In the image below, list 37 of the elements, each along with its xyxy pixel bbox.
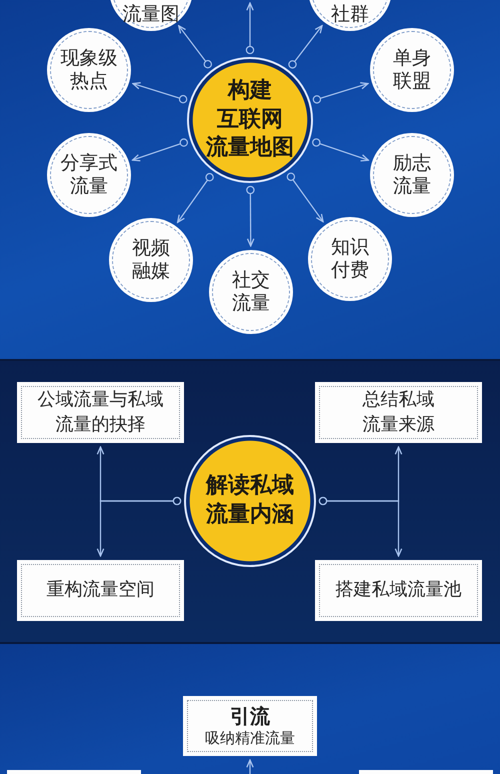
- topic-label: 知识付费: [331, 236, 369, 282]
- arrow: [246, 186, 255, 247]
- topic-label: 视频融媒: [132, 236, 170, 284]
- arrow: [176, 173, 214, 224]
- hub-title: 构建互联网流量地图: [206, 77, 294, 162]
- arrow: [312, 138, 370, 162]
- topic-box: [17, 560, 184, 621]
- arrow: [132, 82, 188, 104]
- topic-label: 社交流量: [232, 268, 270, 316]
- topic-label: 社群: [331, 4, 369, 25]
- arrow: [312, 82, 369, 104]
- topic-label: 单身联盟: [393, 46, 431, 94]
- step-box: [183, 696, 317, 756]
- topic-label: 总结私域流量来源: [362, 388, 434, 436]
- arrow: [318, 496, 402, 557]
- step-subtitle: 吸纳精准流量: [205, 728, 295, 748]
- step-title: 引流: [230, 704, 270, 729]
- arrow: [246, 759, 254, 774]
- hub-title: 解读私域流量内涵: [206, 472, 294, 529]
- arrow: [178, 25, 212, 68]
- topic-box: [315, 382, 482, 443]
- topic-label: 励志流量: [393, 152, 431, 198]
- topic-box: [17, 382, 184, 443]
- arrow: [246, 2, 254, 54]
- arrow: [132, 138, 188, 162]
- arrow: [288, 24, 323, 69]
- topic-box: [315, 560, 482, 621]
- topic-label: 流量图: [122, 4, 180, 25]
- topic-label: 公域流量与私域流量的抉择: [38, 388, 164, 436]
- arrow: [286, 172, 324, 222]
- topic-label: 重构流量空间: [46, 578, 154, 602]
- topic-label: 搭建私域流量池: [336, 578, 462, 602]
- topic-label: 分享式流量: [60, 152, 118, 198]
- arrow: [96, 496, 182, 557]
- step-box: [359, 770, 493, 774]
- topic-label: 现象级热点: [60, 46, 118, 94]
- step-box: [7, 770, 141, 774]
